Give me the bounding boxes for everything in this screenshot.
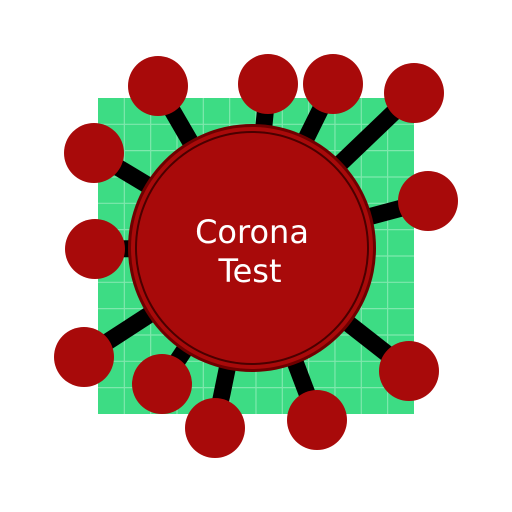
spike-knob	[65, 219, 125, 279]
virus-body-ring	[135, 131, 369, 365]
spike-knob	[64, 123, 124, 183]
spike-knob	[54, 327, 114, 387]
spike-knob	[303, 54, 363, 114]
virus-body	[128, 124, 376, 372]
title-line-2: Test	[217, 252, 281, 290]
virus-body-fill	[131, 127, 373, 369]
spike-knob	[379, 341, 439, 401]
spike-knob	[398, 171, 458, 231]
spike-knob	[185, 398, 245, 458]
spike-knob	[287, 390, 347, 450]
title-line-1: Corona	[195, 213, 309, 251]
spike-knob	[384, 63, 444, 123]
spike-knob	[238, 54, 298, 114]
spike-knob	[132, 354, 192, 414]
spike-knobs	[54, 54, 458, 458]
spike-knob	[128, 56, 188, 116]
